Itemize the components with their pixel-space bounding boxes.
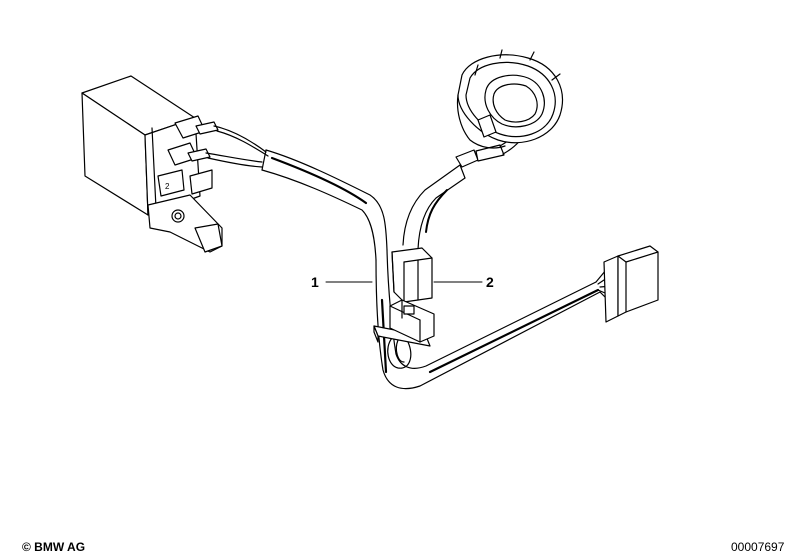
ring-coil xyxy=(456,49,564,149)
cable-clip xyxy=(373,299,435,347)
copyright-notice: © BMW AG xyxy=(22,540,86,554)
main-cable-sleeve xyxy=(261,149,388,261)
svg-text:2: 2 xyxy=(165,182,170,191)
connector-part-2 xyxy=(391,247,433,303)
coil-branch-cable xyxy=(402,125,528,250)
control-unit-box: 2 xyxy=(81,75,269,253)
lower-cable xyxy=(375,249,601,390)
document-number: 00007697 xyxy=(731,540,785,554)
callout-part-1: 1 xyxy=(311,274,319,290)
end-connector-plug xyxy=(595,245,659,323)
callout-part-2: 2 xyxy=(486,274,494,290)
